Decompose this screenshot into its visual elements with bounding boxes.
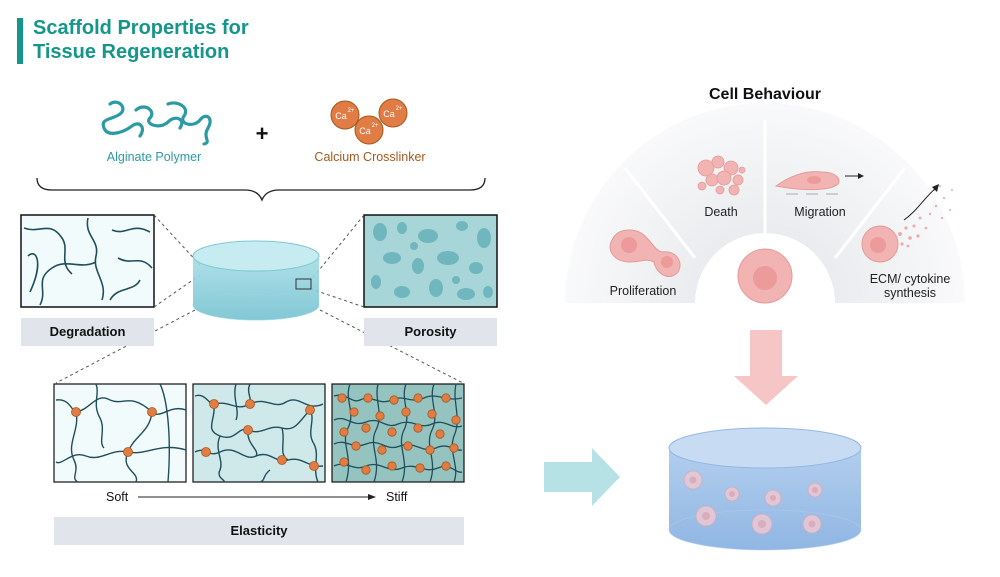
elasticity-label: Elasticity — [54, 517, 464, 545]
scaffold-disc-small — [192, 240, 320, 321]
svg-text:Ca: Ca — [359, 126, 371, 136]
title-accent-bar — [17, 18, 23, 64]
ecm-cytokine-cell-icon — [861, 184, 953, 263]
alginate-polymer-icon — [101, 100, 212, 146]
cell-behaviour-title: Cell Behaviour — [708, 86, 822, 103]
stiff-label: Stiff — [386, 490, 408, 504]
grouping-brace — [36, 177, 486, 202]
proliferation-cell-icon — [609, 229, 681, 277]
scaffold-disc-with-cells — [668, 427, 862, 551]
plus-sign: + — [256, 121, 269, 146]
svg-text:Ca: Ca — [383, 109, 395, 119]
calcium-ions-icon: Ca 2+ Ca 2+ Ca 2+ — [330, 98, 408, 145]
migration-cell-icon — [774, 171, 864, 195]
death-cell-icon — [697, 155, 746, 196]
ecm-label-line-1: ECM/ cytokine — [869, 272, 951, 286]
death-label: Death — [704, 205, 738, 219]
porosity-label: Porosity — [364, 318, 497, 346]
svg-text:2+: 2+ — [396, 106, 403, 112]
soft-label: Soft — [106, 490, 129, 504]
calcium-label: Calcium Crosslinker — [314, 150, 425, 164]
proliferation-label: Proliferation — [609, 284, 677, 298]
zoom-guide-lines — [55, 214, 464, 384]
ecm-cytokine-label: ECM/ cytokine synthesis — [850, 272, 970, 300]
page-title: Scaffold Properties for Tissue Regenerat… — [33, 16, 249, 64]
ecm-label-line-2: synthesis — [883, 286, 937, 300]
central-cell-icon — [737, 248, 793, 304]
migration-label: Migration — [794, 205, 846, 219]
soft-to-stiff-arrowhead — [368, 494, 376, 500]
title-line-1: Scaffold Properties for — [33, 17, 249, 39]
svg-text:2+: 2+ — [348, 108, 355, 114]
svg-text:2+: 2+ — [372, 123, 379, 129]
elasticity-medium-panel — [192, 383, 326, 483]
elasticity-stiff-panel — [331, 383, 465, 483]
porosity-panel — [363, 214, 498, 308]
title-line-2: Tissue Regeneration — [33, 41, 230, 63]
result-arrow — [544, 448, 620, 506]
alginate-label: Alginate Polymer — [107, 150, 202, 164]
behaviour-down-arrow — [734, 330, 798, 405]
elasticity-soft-panel — [53, 383, 187, 483]
degradation-label: Degradation — [21, 318, 154, 346]
degradation-network-panel — [20, 214, 155, 308]
svg-text:Ca: Ca — [335, 111, 347, 121]
